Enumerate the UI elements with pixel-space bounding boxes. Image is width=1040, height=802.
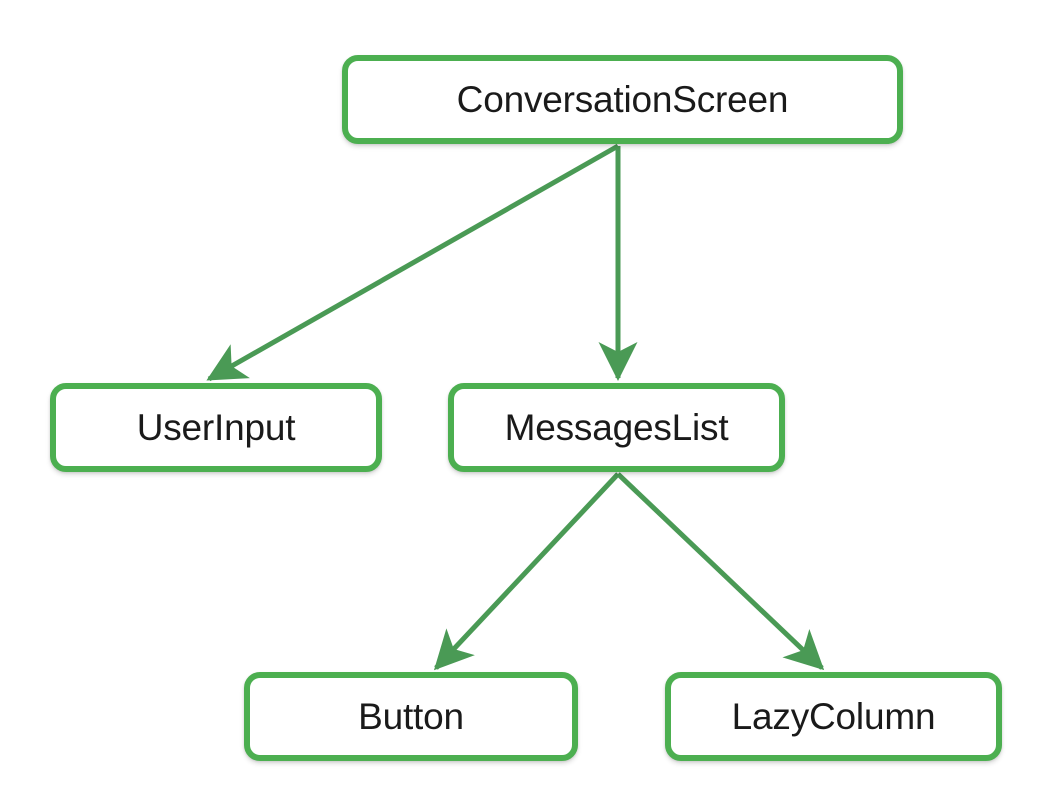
- edge-messageslist-button: [433, 472, 620, 671]
- node-conversationscreen[interactable]: ConversationScreen: [342, 55, 903, 144]
- node-lazycolumn[interactable]: LazyColumn: [665, 672, 1002, 761]
- node-messageslist[interactable]: MessagesList: [448, 383, 785, 472]
- edge-conversationscreen-userinput: [206, 143, 620, 382]
- node-label-lazycolumn: LazyColumn: [731, 696, 936, 737]
- node-label-conversationscreen: ConversationScreen: [456, 79, 789, 120]
- node-label-userinput: UserInput: [136, 407, 296, 448]
- node-label-messageslist: MessagesList: [504, 407, 729, 448]
- node-userinput[interactable]: UserInput: [50, 383, 382, 472]
- node-label-button: Button: [358, 696, 464, 737]
- edge-messageslist-lazycolumn: [616, 472, 825, 671]
- node-button[interactable]: Button: [244, 672, 578, 761]
